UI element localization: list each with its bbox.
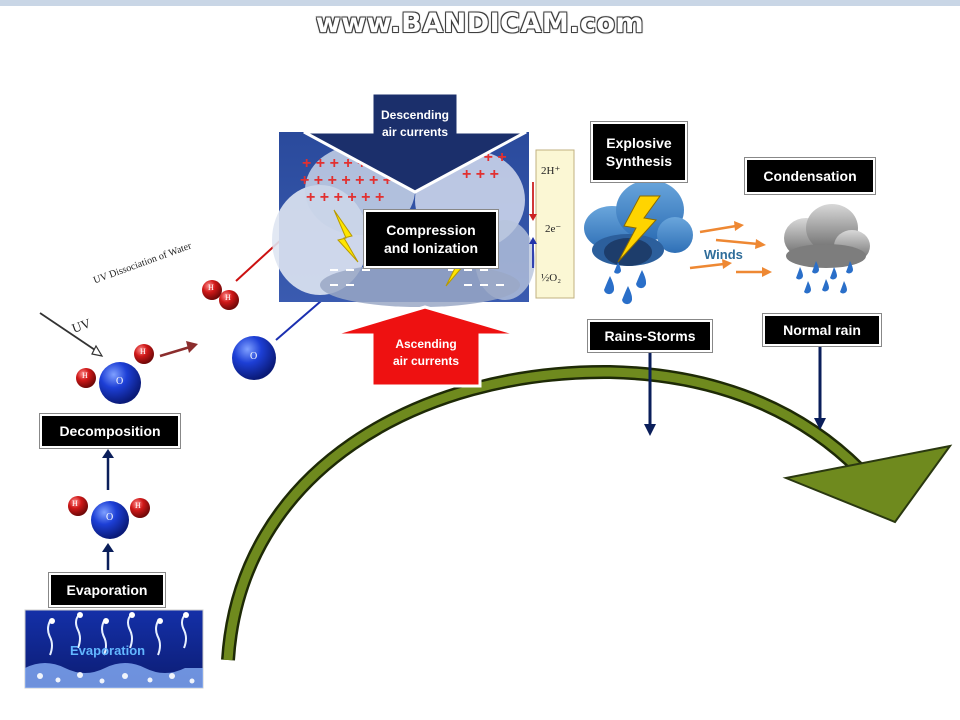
svg-text:+ + +: + + +	[462, 166, 499, 183]
winds-label: Winds	[704, 247, 743, 262]
rain-cloud-icon	[784, 204, 870, 294]
charge-scale	[529, 149, 575, 299]
descending-line1: Descending	[380, 108, 449, 122]
water-upper-h1-label: H	[82, 371, 88, 380]
oxygen-atom	[232, 336, 276, 380]
oxygen-atom-label: O	[250, 351, 258, 362]
charge-half-o2: ½O₂	[541, 272, 562, 284]
evaporation-pool-image	[24, 609, 204, 689]
charge-h-plus: 2H⁺	[541, 165, 561, 177]
water-upper-o-label: O	[116, 376, 124, 387]
compression-line2: and Ionization	[383, 240, 479, 256]
compression-ionization-label: Compression and Ionization	[363, 209, 499, 269]
winds-arrows	[689, 221, 772, 277]
normal-rain-label: Normal rain	[762, 313, 882, 347]
h2-atom1-label: H	[208, 283, 214, 292]
water-lower-o-label: O	[106, 512, 114, 523]
h2-atom2-label: H	[225, 293, 231, 302]
water-upper-h2-label: H	[140, 347, 146, 356]
svg-text:+ + + + + +: + + + + + +	[306, 189, 384, 206]
rains-storms-label: Rains-Storms	[587, 319, 713, 353]
hydrogen-molecule	[202, 280, 239, 310]
svg-text:+ + + + + + +: + + + + + + +	[300, 172, 392, 189]
condensation-label: Condensation	[744, 157, 876, 195]
explosive-line2: Synthesis	[605, 153, 673, 169]
compression-line1: Compression	[386, 221, 476, 238]
thunderstorm-icon	[584, 180, 693, 305]
rains-storms-down-arrow	[644, 350, 656, 436]
flow-arrow-evaporation-up	[102, 543, 114, 570]
descending-air-arrow	[303, 91, 527, 194]
charge-e-minus: 2e⁻	[545, 223, 562, 235]
explosive-synthesis-label: Explosive Synthesis	[590, 121, 688, 183]
ascending-line1: Ascending	[395, 337, 457, 351]
water-molecule-upper	[76, 344, 154, 404]
dissociation-arrow	[159, 341, 198, 358]
evaporation-pool-label: Evaporation	[70, 643, 146, 658]
explosive-line1: Explosive	[606, 134, 672, 151]
normal-rain-down-arrow	[814, 346, 826, 430]
evaporation-label: Evaporation	[48, 572, 166, 608]
descending-line2: air currents	[381, 124, 449, 139]
title-bar-strip	[0, 0, 960, 6]
descending-label: Descending air currents	[372, 107, 458, 141]
flow-arrow-water-up	[102, 449, 114, 490]
ascending-line2: air currents	[392, 353, 460, 368]
uv-arrow	[39, 312, 104, 357]
water-lower-h1-label: H	[72, 499, 78, 508]
cycle-curve-arrow	[221, 364, 953, 661]
watermark: www.BANDICAM.com	[315, 8, 645, 39]
ascending-air-arrow	[330, 305, 521, 388]
water-molecule-lower	[68, 496, 150, 539]
ascending-label: Ascending air currents	[372, 336, 480, 370]
decomposition-label: Decomposition	[39, 413, 181, 449]
water-lower-h2-label: H	[135, 501, 141, 510]
